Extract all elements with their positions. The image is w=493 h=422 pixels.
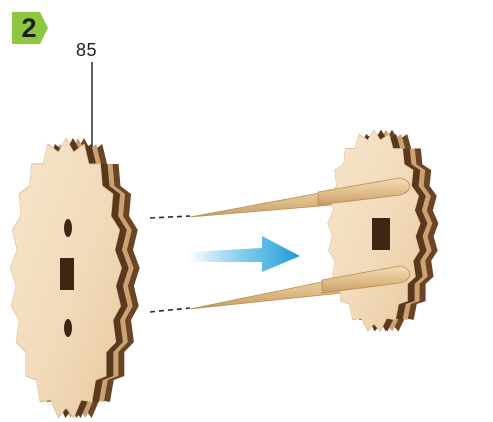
gear-icon xyxy=(190,130,438,332)
assembly-direction-arrow xyxy=(188,236,300,272)
axle-hole-bottom xyxy=(64,319,72,337)
axle-hole-top xyxy=(64,219,72,237)
square-center-hole xyxy=(60,258,74,290)
gear-wheel-left xyxy=(10,138,139,418)
alignment-line-top xyxy=(150,216,190,218)
gear-wheel-right-with-axles xyxy=(190,130,438,332)
gear-icon xyxy=(10,138,139,418)
alignment-line-bottom xyxy=(150,308,190,312)
part-number-label: 85 xyxy=(76,40,97,60)
square-center-hole xyxy=(372,218,390,250)
step-badge: 2 xyxy=(10,10,50,46)
step-number: 2 xyxy=(16,13,42,43)
